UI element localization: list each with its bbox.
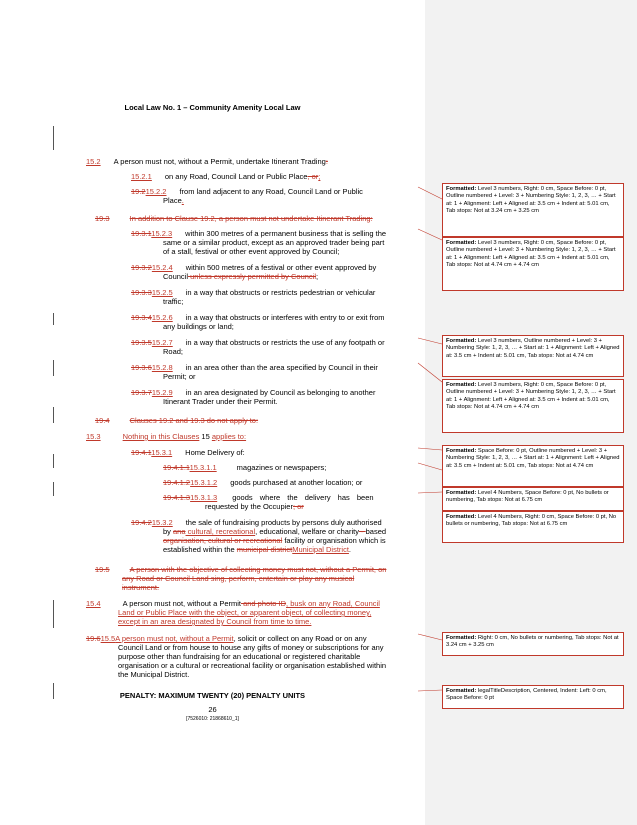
clause-text-cont: by ana cultural, recreational, education… xyxy=(163,527,387,536)
inserted-text: except in an area designated by Council … xyxy=(118,617,312,626)
format-comment[interactable]: Formatted: Level 4 Numbers, Space Before… xyxy=(442,487,624,511)
clause-text-cont: Place. xyxy=(163,196,184,205)
clause-text-cont: organisation, cultural or recreational f… xyxy=(163,536,386,545)
change-bar xyxy=(53,126,54,150)
deleted-number: 19.2 xyxy=(131,187,146,196)
page-header: Local Law No. 1 – Community Amenity Loca… xyxy=(124,103,301,112)
change-bar xyxy=(53,482,54,496)
clause-text: A person must not, without a Permit, und… xyxy=(113,157,326,166)
format-comment[interactable]: Formatted: Level 3 numbers, Outline numb… xyxy=(442,335,624,377)
clause-text-cont: the Municipal District. xyxy=(118,670,190,679)
clause-text-cont: purpose other than fundraising for an ed… xyxy=(118,652,361,661)
penalty-line: PENALTY: MAXIMUM TWENTY (20) PENALTY UNI… xyxy=(119,691,306,700)
format-comment[interactable]: Formatted: Level 3 numbers, Right: 0 cm,… xyxy=(442,237,624,291)
clause-text-cont: traffic; xyxy=(163,297,184,306)
clause-text-cont: Itinerant Trader under their Permit. xyxy=(163,397,278,406)
document-page xyxy=(0,0,425,825)
deleted-text: : xyxy=(325,157,328,166)
clause-text-cont: Permit; or xyxy=(163,372,196,381)
change-bar xyxy=(53,360,54,376)
clause-15-5: 19.615.5A person must not, without a Per… xyxy=(86,634,367,643)
document-reference: [7526010: 21868610_1] xyxy=(186,716,239,722)
change-bar xyxy=(53,407,54,423)
format-comment[interactable]: Formatted: Right: 0 cm, No bullets or nu… xyxy=(442,632,624,656)
format-comment[interactable]: Formatted: legalTitleDescription, Center… xyxy=(442,685,624,709)
inserted-text: . xyxy=(181,196,184,205)
change-bar xyxy=(53,313,54,325)
clause-text-cont: Council Land or from house to house any … xyxy=(118,643,384,652)
page-number: 26 xyxy=(208,705,217,714)
clause-text-cont: of a stall, festival or other event appr… xyxy=(163,247,340,256)
change-bar xyxy=(53,600,54,628)
clause-number: 15.2.1 xyxy=(131,172,152,181)
deleted-text: any Road or Council Land sing, perform, … xyxy=(122,574,355,583)
deleted-text: , or xyxy=(307,172,319,181)
clause-text-cont: any buildings or land; xyxy=(163,322,234,331)
format-comment[interactable]: Formatted: Level 3 numbers, Right: 0 cm,… xyxy=(442,183,624,237)
clause-text-cont: requested by the Occupier; or xyxy=(205,502,304,511)
inserted-text: ; xyxy=(318,172,321,181)
format-comment[interactable]: Formatted: Level 3 numbers, Right: 0 cm,… xyxy=(442,379,624,433)
clause-number: 15.2 xyxy=(86,157,101,166)
clause-text-cont: Road; xyxy=(163,347,184,356)
clause-15-2-1: 15.2.1 on any Road, Council Land or Publi… xyxy=(131,172,320,181)
deleted-text: instrument. xyxy=(122,583,160,592)
format-comment[interactable]: Formatted: Space Before: 0 pt, Outline n… xyxy=(442,445,624,487)
clause-text: on any Road, Council Land or Public Plac… xyxy=(164,172,308,181)
change-bar xyxy=(53,683,54,699)
clause-text-cont: same or a similar product, except as an … xyxy=(163,238,385,247)
inserted-number: 15.2.2 xyxy=(145,187,167,196)
inserted-text: Land or Public Place with the object, or… xyxy=(118,608,372,617)
clause-15-2-2: 19.215.2.2 from land adjacent to any Road… xyxy=(131,187,363,196)
clause-text-cont: Council unless expressly permitted by Co… xyxy=(163,272,319,281)
clause-text-cont: established within the municipal distric… xyxy=(163,545,352,554)
clause-text: from land adjacent to any Road, Council … xyxy=(179,187,363,196)
format-comment[interactable]: Formatted: Level 4 Numbers, Right: 0 cm,… xyxy=(442,511,624,543)
change-bar xyxy=(53,454,54,468)
clause-15-2: 15.2 A person must not, without a Permit,… xyxy=(86,157,328,166)
clause-text-cont: organisation or a cultural or recreation… xyxy=(118,661,387,670)
